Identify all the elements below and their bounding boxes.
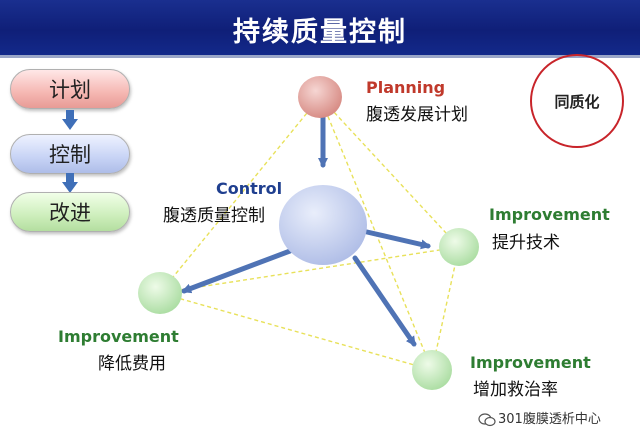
improvement-right-label-cn: 提升技术 (492, 233, 560, 253)
improvement-right-label-en: Improvement (489, 205, 610, 224)
improvement-left-node (138, 272, 182, 314)
watermark-text: 301腹膜透析中心 (498, 412, 601, 427)
improvement-bottom-label-cn: 增加救治率 (473, 380, 558, 400)
control-label-en: Control (216, 179, 283, 198)
planning-node (298, 76, 342, 118)
down-arrow-icon (62, 110, 78, 130)
improvement-left-label-en: Improvement (58, 327, 179, 346)
control-label-cn: 腹透质量控制 (163, 206, 265, 226)
improvement-right-node (439, 228, 479, 266)
wechat-icon (478, 412, 496, 426)
watermark: 301腹膜透析中心 (478, 408, 601, 427)
control-pill: 控制 (10, 134, 130, 174)
arrow-control-to-right (364, 229, 431, 250)
improvement-bottom-label-en: Improvement (470, 353, 591, 372)
improvement-left-label-cn: 降低费用 (98, 354, 166, 374)
arrow-control-to-left (181, 248, 293, 294)
page-title: 持续质量控制 (233, 17, 407, 48)
flow-arrows (181, 114, 431, 347)
improvement-bottom-node (412, 350, 452, 390)
planning-label-en: Planning (366, 78, 446, 97)
arrow-control-to-bottom (352, 255, 417, 347)
homogenization-badge: 同质化 (530, 54, 624, 148)
down-arrow-icon (62, 173, 78, 193)
control-node (279, 185, 367, 265)
planning-label-cn: 腹透发展计划 (366, 105, 468, 125)
improve-pill: 改进 (10, 192, 130, 232)
title-bar: 持续质量控制 (0, 0, 640, 58)
plan-pill: 计划 (10, 69, 130, 109)
